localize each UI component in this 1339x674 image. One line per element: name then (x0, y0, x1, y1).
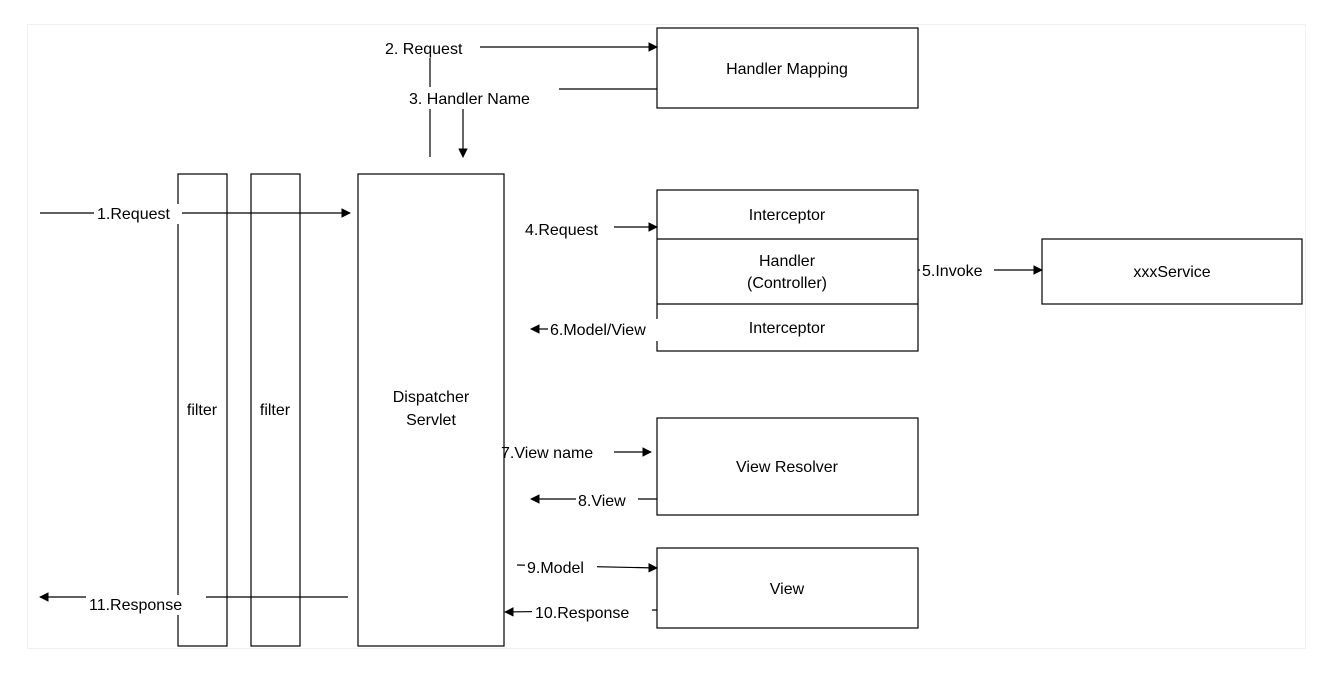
edge-2-label-bg (382, 38, 480, 58)
edge-3-label-bg (404, 87, 559, 109)
edge-7-label: 7.View name (501, 445, 593, 462)
edge-10-label-bg (532, 602, 652, 622)
edge-1-label-bg (94, 204, 182, 224)
edge-10-label: 10.Response (535, 605, 629, 622)
view-resolver-box (656, 417, 919, 516)
edge-4-label: 4.Request (525, 222, 598, 239)
filter-box-1 (177, 173, 228, 647)
dispatcher-label-line1: Dispatcher (393, 389, 470, 406)
view-box (656, 547, 919, 629)
edge-11-label: 11.Response (89, 597, 182, 614)
filter-label-1: filter (187, 402, 218, 419)
edge-11-label-bg (86, 595, 206, 615)
interceptor-top-label: Interceptor (749, 207, 826, 224)
edge-3-label: 3. Handler Name (409, 91, 530, 108)
handler-label-line2: (Controller) (747, 275, 827, 292)
view-label: View (770, 581, 805, 598)
dispatcher-servlet-box (357, 173, 505, 647)
filter-box-2 (250, 173, 301, 647)
handler-chain-box (656, 189, 919, 352)
handler-label-line1: Handler (759, 253, 816, 270)
edge-6-label-bg (548, 319, 666, 341)
edge-5-label: 5.Invoke (922, 263, 983, 280)
xxx-service-label: xxxService (1133, 264, 1210, 281)
edge-1-label: 1.Request (97, 206, 170, 223)
edge-6-label: 6.Model/View (550, 322, 646, 339)
handler-mapping-label: Handler Mapping (726, 61, 848, 78)
edge-8-label: 8.View (578, 493, 626, 510)
diagram-frame (27, 24, 1306, 649)
interceptor-bottom-label: Interceptor (749, 320, 826, 337)
xxx-service-box (1041, 238, 1303, 305)
filter-label-2: filter (260, 402, 291, 419)
view-resolver-label: View Resolver (736, 459, 839, 476)
edge-9-label: 9.Model (527, 560, 584, 577)
edge-5-label-bg (920, 260, 994, 280)
edge-9-label-bg (525, 558, 597, 578)
dispatcher-label-line2: Servlet (406, 412, 456, 429)
edge-2-label: 2. Request (385, 41, 463, 58)
handler-mapping-box (656, 27, 919, 109)
edge-8-label-bg (576, 490, 638, 510)
